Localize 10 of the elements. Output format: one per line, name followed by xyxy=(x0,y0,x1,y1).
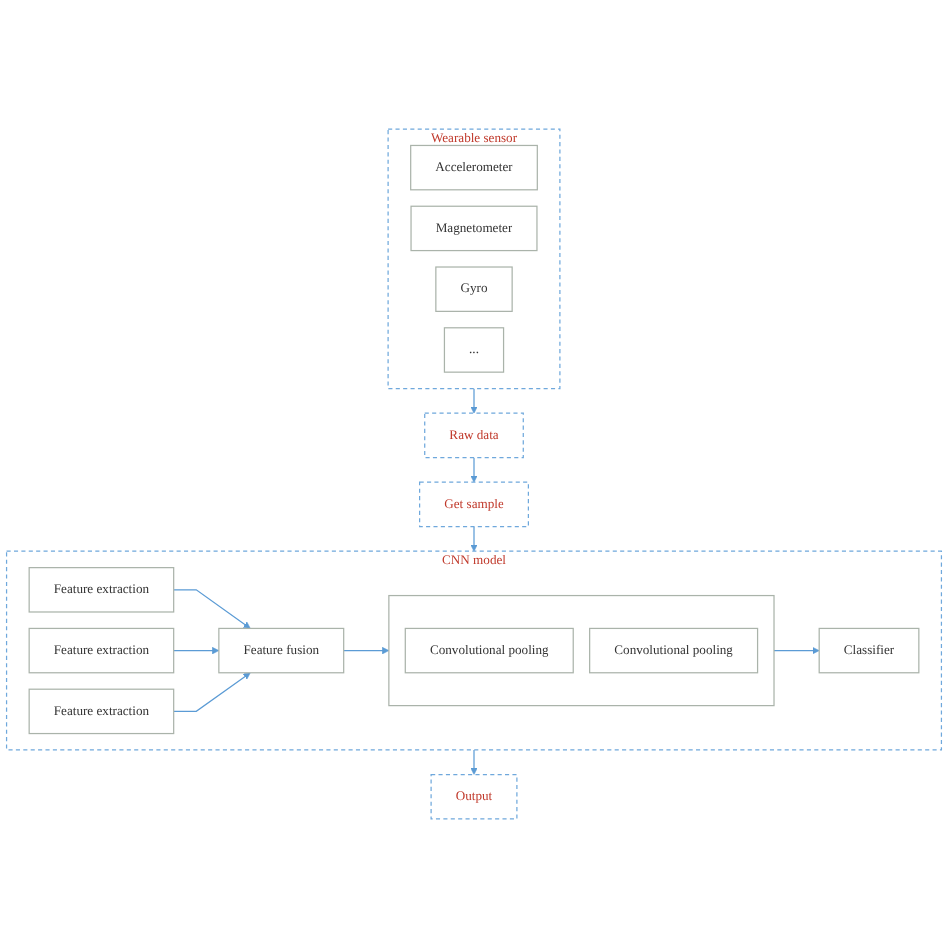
arrow xyxy=(470,456,478,483)
arrow xyxy=(470,387,478,414)
cluster xyxy=(388,594,775,707)
arrow xyxy=(173,589,251,629)
arrow xyxy=(470,749,478,775)
arrow xyxy=(173,647,220,655)
arrow xyxy=(343,647,390,655)
arrow xyxy=(773,647,820,655)
arrow xyxy=(173,672,251,712)
arrow xyxy=(470,525,478,552)
